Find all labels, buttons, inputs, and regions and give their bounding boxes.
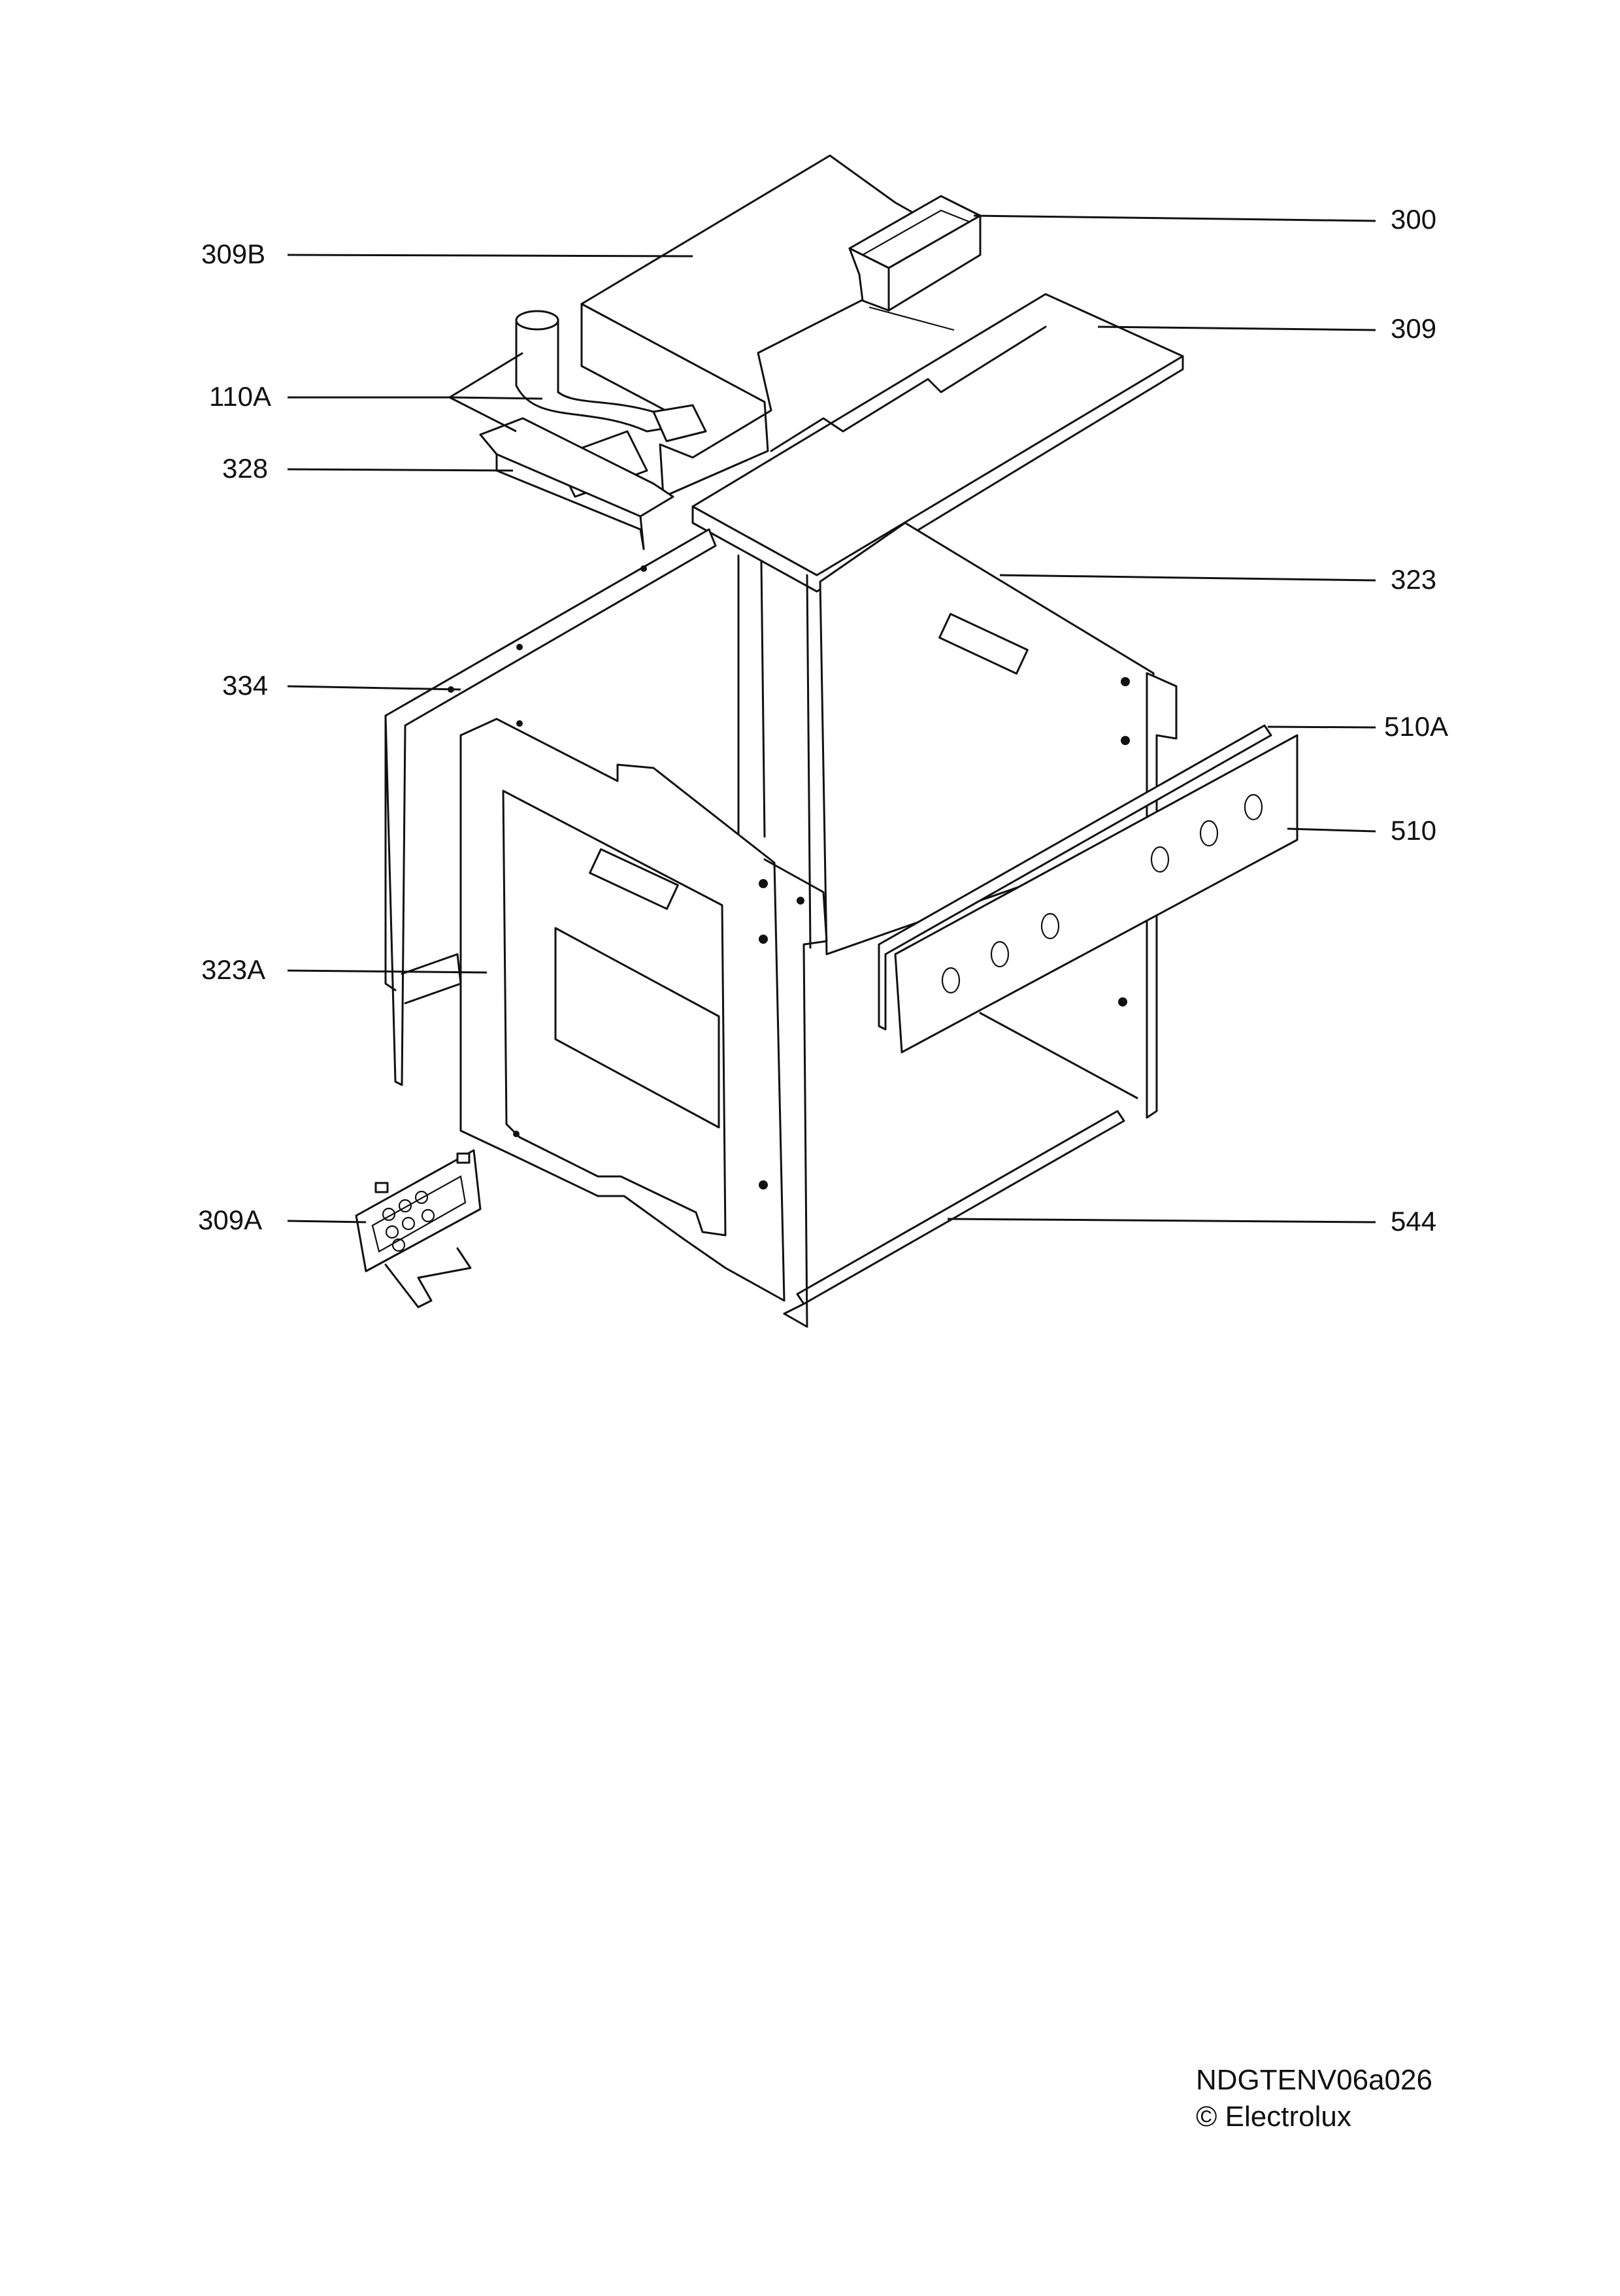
callout-309b: 309B <box>201 239 266 269</box>
callout-323: 323 <box>1391 564 1437 595</box>
part-510-control-panel <box>894 734 1298 1054</box>
part-510a-control-bracket <box>878 724 1272 1031</box>
leader-lines <box>287 214 1376 1223</box>
part-334-back-frame <box>384 528 717 1086</box>
callout-510: 510 <box>1391 815 1437 846</box>
callout-544: 544 <box>1391 1206 1437 1237</box>
part-544-base <box>783 1012 1138 1315</box>
callout-309a: 309A <box>198 1205 263 1235</box>
callout-300: 300 <box>1391 204 1437 235</box>
callout-328: 328 <box>222 453 269 484</box>
callout-334: 334 <box>222 670 269 701</box>
callout-510a: 510A <box>1384 711 1449 742</box>
part-309-top-cover <box>691 293 1184 593</box>
copyright-notice: © Electrolux <box>1196 2101 1351 2133</box>
part-328-bracket <box>479 417 674 550</box>
callout-323a: 323A <box>201 954 266 985</box>
part-300-vent-box <box>848 195 982 331</box>
callout-309: 309 <box>1391 313 1437 344</box>
part-323a-front-panel <box>459 718 828 1328</box>
part-309a-small-bracket <box>355 1149 482 1308</box>
diagram-code: NDGTENV06a026 <box>1196 2064 1432 2096</box>
callout-110a: 110A <box>209 381 271 412</box>
diagram-footer: NDGTENV06a026 © Electrolux <box>1196 2062 1432 2135</box>
